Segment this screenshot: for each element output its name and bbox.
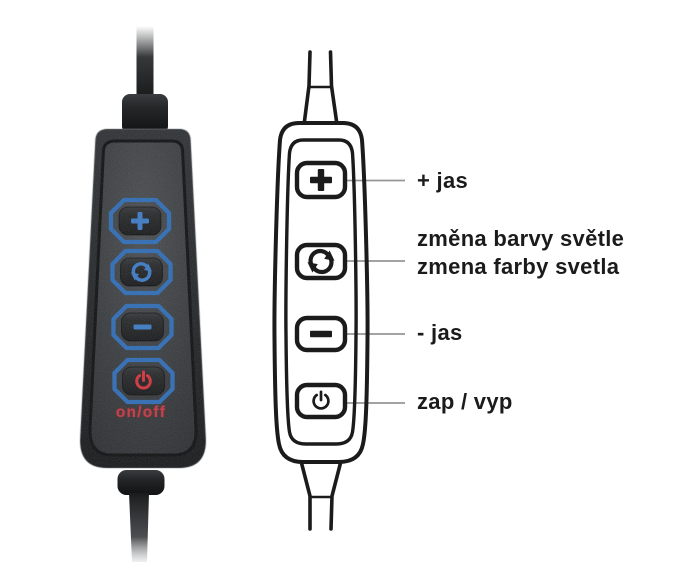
diagram-body-outline [272,121,370,464]
diagram-face-outline [284,138,358,446]
label-brightness-down: - jas [417,320,463,345]
label-color-change: změna barvy světle zmena farby svetla [417,225,624,281]
label-brightness-up: + jas [417,168,469,193]
minus-icon [310,330,332,338]
label-color-change-line2: zmena farby svetla [417,254,620,279]
color-cycle-icon [307,248,335,275]
photo-remote [79,26,207,562]
power-icon [312,390,330,410]
onoff-label: on/off [115,404,167,421]
photo-strain-relief-top [122,94,168,134]
diagram-cable-top [302,50,339,123]
plus-icon [310,169,332,191]
diagram-power-button [294,382,348,420]
plastic-texture [80,129,206,468]
photo-cable-bottom [129,493,149,562]
photo-strain-relief-bottom [117,470,165,495]
photo-cable-top [136,26,154,98]
label-power: zap / vyp [417,389,513,414]
diagram-brightness-up-button [294,160,348,200]
diagram-brightness-down-button [294,315,348,353]
label-color-change-line1: změna barvy světle [417,226,625,251]
diagram-cable-bottom [299,461,343,531]
diagram-color-change-button [294,242,348,281]
diagram-remote [272,50,370,531]
